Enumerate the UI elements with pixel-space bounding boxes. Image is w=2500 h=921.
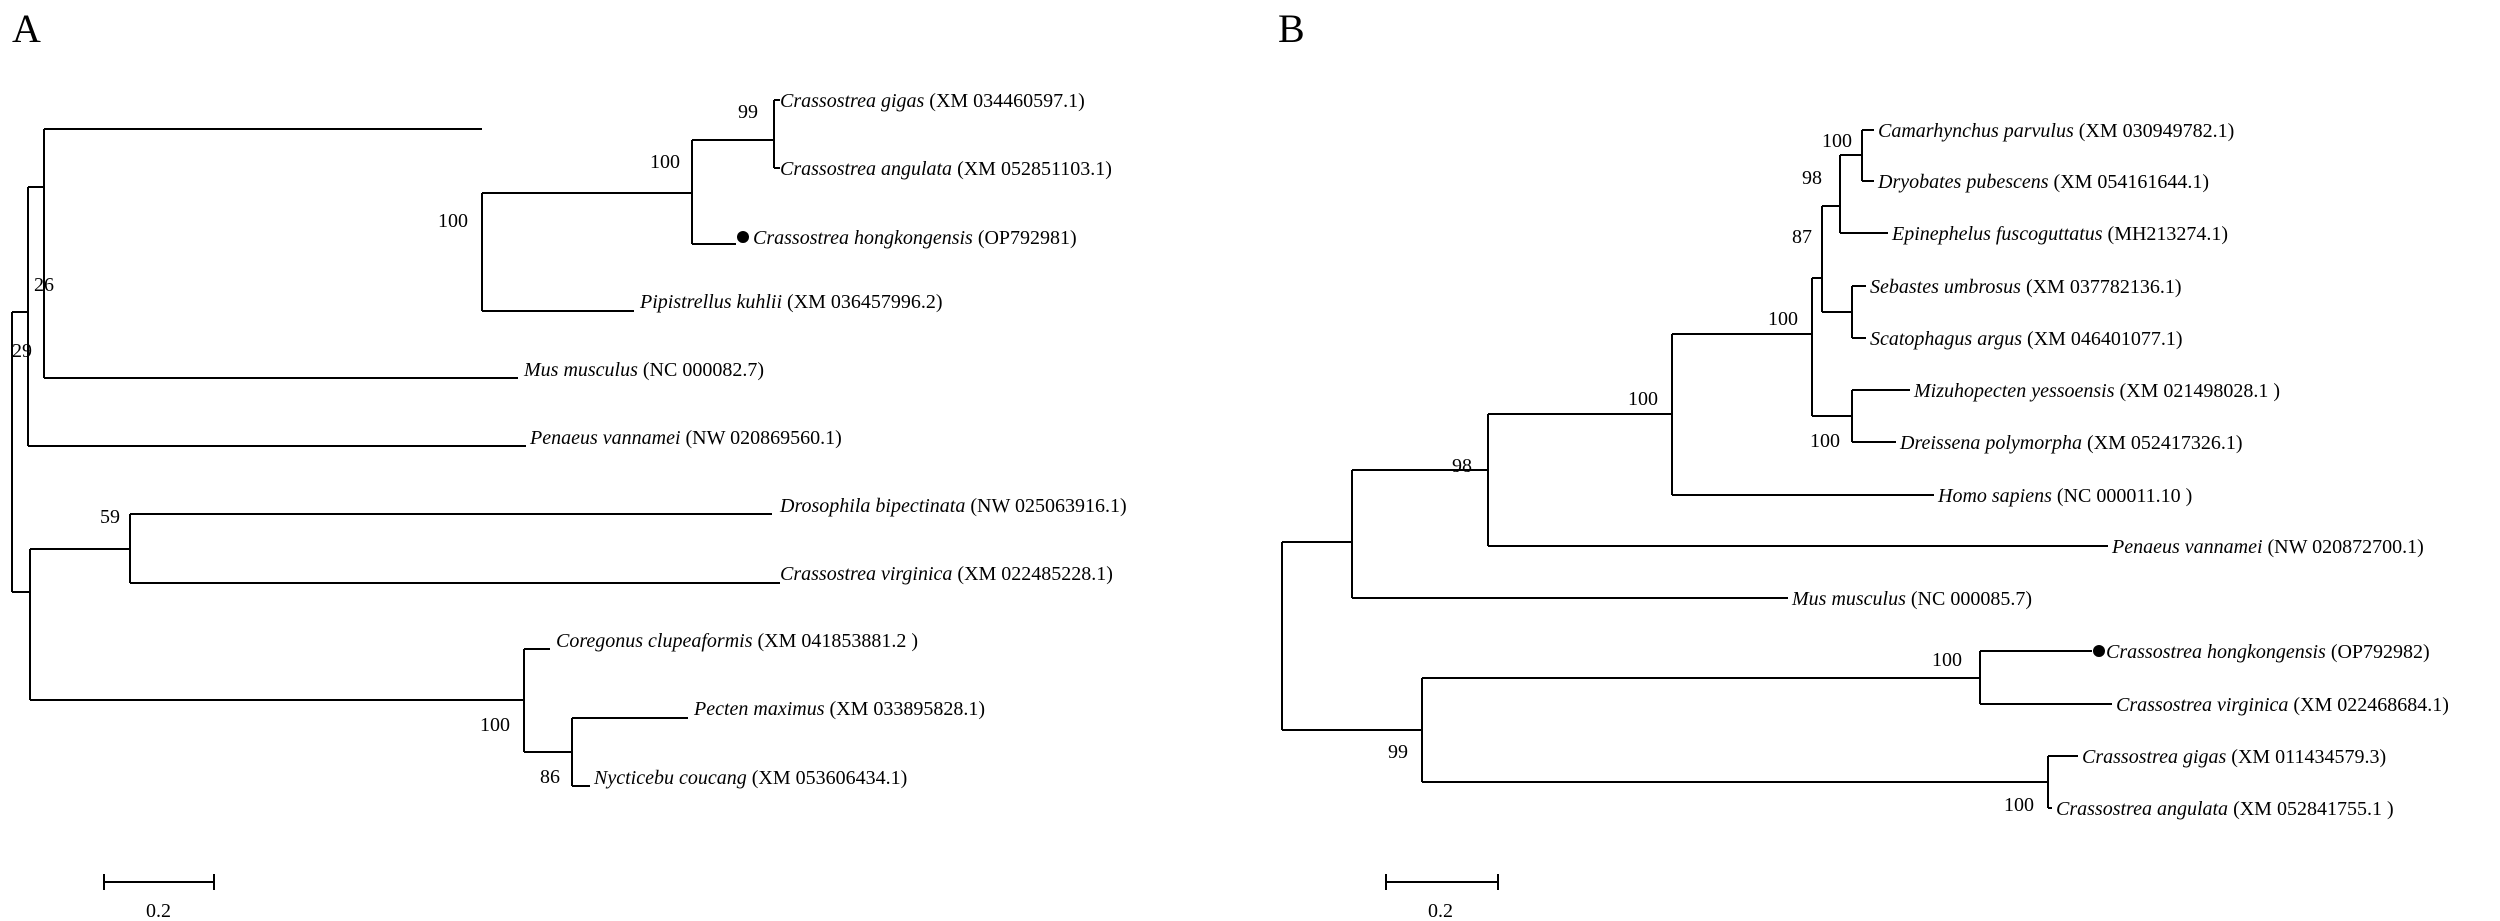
branch-b-100-gigas (2047, 755, 2078, 809)
branch-b-root (1281, 541, 1422, 731)
taxon-label: Pipistrellus kuhlii (XM 036457996.2) (639, 291, 943, 313)
taxon-label: Mizuhopecten yessoensis (XM 021498028.1 … (1913, 380, 2280, 402)
branch-b-molluscs (1851, 389, 1910, 443)
bootstrap-label: 100 (650, 151, 680, 173)
taxon-label: Crassostrea angulata (XM 052851103.1) (780, 158, 1112, 180)
bootstrap-label: 87 (1792, 226, 1812, 248)
marker-dot-icon (2093, 645, 2105, 657)
taxon-label: Penaeus vannamei (NW 020872700.1) (2111, 536, 2424, 558)
panel-a-letter: A (12, 6, 41, 51)
bootstrap-label: 100 (1810, 430, 1840, 452)
branch-a-99 (773, 99, 780, 169)
branch-a-59 (129, 513, 780, 584)
branch-b-100-inner (1811, 277, 1852, 417)
taxon-label: Crassostrea hongkongensis (OP792981) (753, 227, 1077, 249)
panel-a-branches (11, 99, 780, 787)
taxon-label: Crassostrea virginica (XM 022485228.1) (780, 563, 1113, 585)
taxon-label: Sebastes umbrosus (XM 037782136.1) (1870, 276, 2181, 298)
branch-b-oyster (1421, 677, 2048, 783)
bootstrap-label: 29 (12, 340, 32, 362)
branch-b-98 (1487, 413, 2108, 547)
taxon-label: Penaeus vannamei (NW 020869560.1) (529, 427, 842, 449)
taxon-label: Mus musculus (NC 000085.7) (1791, 588, 2032, 610)
branch-b-100-birds (1861, 129, 1874, 182)
branch-a-86 (571, 717, 688, 787)
scale-bar (1385, 874, 1499, 890)
bootstrap-label: 100 (1768, 308, 1798, 330)
taxon-label: Crassostrea angulata (XM 052841755.1 ) (2056, 798, 2394, 820)
branch-a-lower (29, 548, 524, 701)
branch-b-100-hk (1979, 650, 2112, 705)
bootstrap-label: 98 (1802, 167, 1822, 189)
branch-b-fish (1851, 285, 1866, 339)
taxon-label: Crassostrea gigas (XM 011434579.3) (2082, 746, 2386, 768)
taxon-label: Crassostrea hongkongensis (OP792982) (2106, 641, 2430, 663)
scale-bar (103, 874, 215, 890)
bootstrap-label: 98 (1452, 455, 1472, 477)
taxon-label: Homo sapiens (NC 000011.10 ) (1937, 485, 2192, 507)
taxon-label: Pecten maximus (XM 033895828.1) (693, 698, 985, 720)
taxon-label: Dreissena polymorpha (XM 052417326.1) (1899, 432, 2243, 454)
bootstrap-label: 99 (1388, 741, 1408, 763)
bootstrap-label: 100 (1932, 649, 1962, 671)
taxon-label: Dryobates pubescens (XM 054161644.1) (1877, 171, 2209, 193)
scale-bar-label: 0.2 (146, 900, 171, 921)
panel-a: A 99 10 (11, 6, 1127, 921)
panel-b-branches (1281, 129, 2112, 809)
scale-bar-label: 0.2 (1428, 900, 1453, 921)
taxon-label: Drosophila bipectinata (NW 025063916.1) (779, 495, 1127, 517)
taxon-label: Crassostrea gigas (XM 034460597.1) (780, 90, 1085, 112)
bootstrap-label: 59 (100, 506, 120, 528)
taxon-label: Scatophagus argus (XM 046401077.1) (1870, 328, 2183, 350)
taxon-label: Epinephelus fuscoguttatus (MH213274.1) (1891, 223, 2228, 245)
taxon-label: Mus musculus (NC 000082.7) (523, 359, 764, 381)
branch-a-root (11, 311, 30, 593)
branch-b-98-inner (1839, 154, 1888, 234)
branch-a-100-oyster (691, 139, 774, 245)
bootstrap-label: 100 (2004, 794, 2034, 816)
panel-b: B (1278, 6, 2449, 921)
bootstrap-label: 86 (540, 766, 560, 788)
branch-a-100-lower (523, 648, 572, 753)
branch-a-26 (43, 128, 518, 379)
branch-a-100-upper (481, 192, 692, 312)
bootstrap-label: 26 (34, 274, 54, 296)
taxon-label: Crassostrea virginica (XM 022468684.1) (2116, 694, 2449, 716)
branch-b-100-main (1671, 333, 1934, 496)
branch-a-29 (27, 186, 48, 447)
bootstrap-label: 100 (1628, 388, 1658, 410)
branch-b-upper (1351, 469, 1788, 599)
taxon-label: Camarhynchus parvulus (XM 030949782.1) (1878, 120, 2234, 142)
bootstrap-label: 100 (480, 714, 510, 736)
bootstrap-label: 100 (438, 210, 468, 232)
taxon-label: Nycticebu coucang (XM 053606434.1) (593, 767, 907, 789)
panel-b-letter: B (1278, 6, 1305, 51)
bootstrap-label: 100 (1822, 130, 1852, 152)
marker-dot-icon (737, 231, 749, 243)
branch-b-87 (1821, 205, 1852, 313)
taxon-label: Coregonus clupeaformis (XM 041853881.2 ) (556, 630, 918, 652)
bootstrap-label: 99 (738, 101, 758, 123)
